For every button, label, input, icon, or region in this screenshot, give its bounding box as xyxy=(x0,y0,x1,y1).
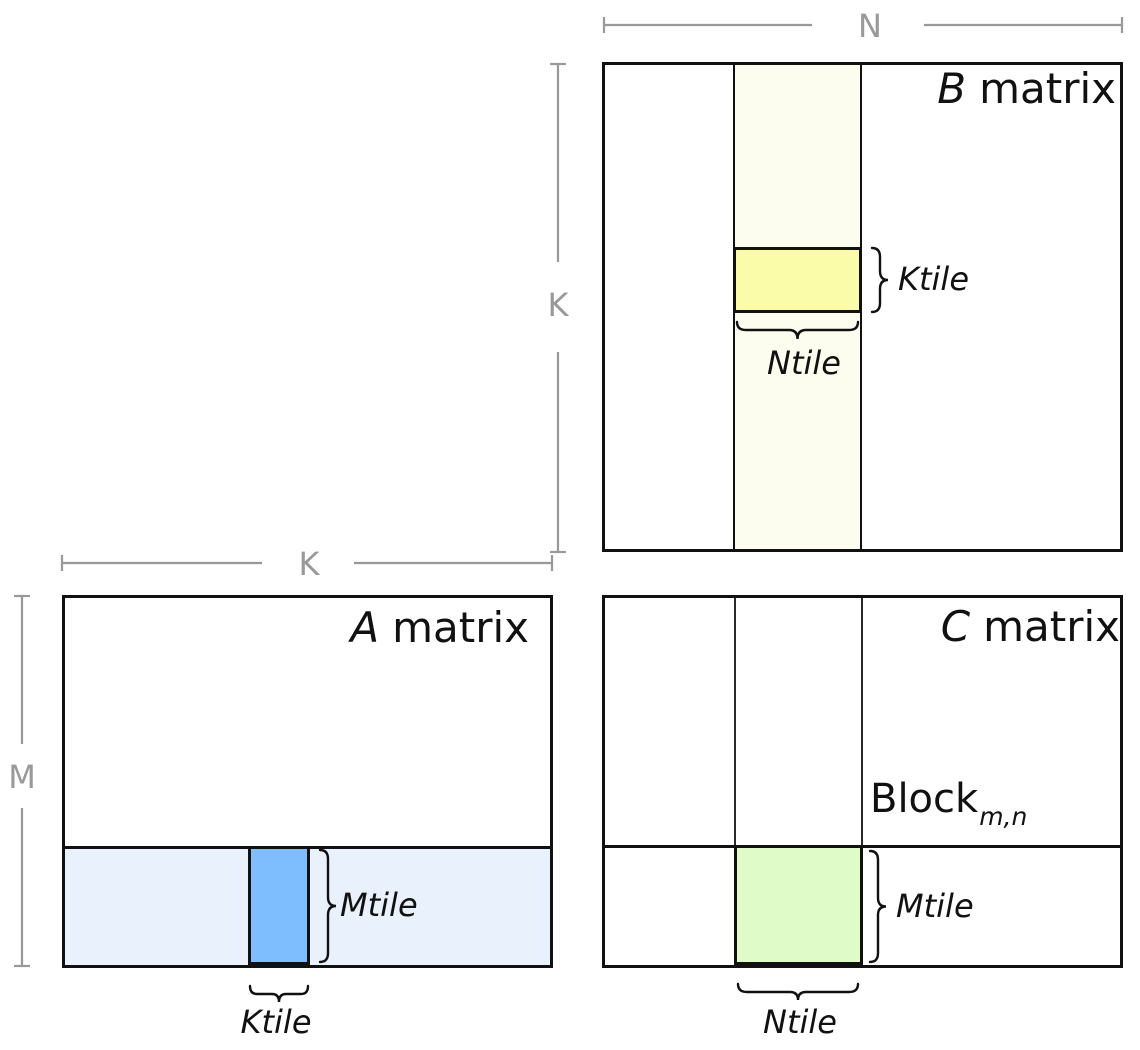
c-block-label: Blockm,n xyxy=(870,776,1027,830)
c-ntile-brace xyxy=(736,982,860,1001)
n-dimension-line xyxy=(602,17,1124,33)
c-column-right-line xyxy=(861,598,863,845)
k-dimension-label-b: K xyxy=(548,286,570,324)
b-ktile-label: Ktile xyxy=(898,260,969,298)
c-block-subscript: m,n xyxy=(979,802,1028,831)
a-mtile-ktile-tile xyxy=(248,846,310,965)
n-dimension-label: N xyxy=(858,7,882,45)
c-ntile-label: Ntile xyxy=(763,1003,837,1041)
a-ktile-label: Ktile xyxy=(240,1003,312,1041)
b-matrix-letter: B xyxy=(937,64,967,113)
a-mtile-label: Mtile xyxy=(340,886,418,924)
c-column-left-line xyxy=(734,598,736,845)
a-matrix-box xyxy=(62,595,553,968)
c-mtile-ntile-tile xyxy=(734,845,863,965)
k-dimension-label-a: K xyxy=(299,545,321,583)
b-ntile-label: Ntile xyxy=(767,344,841,382)
b-matrix-word: matrix xyxy=(979,64,1116,113)
a-ktile-brace xyxy=(248,984,310,1003)
c-block-word: Block xyxy=(870,776,979,822)
c-matrix-box xyxy=(602,595,1123,968)
c-matrix-word: matrix xyxy=(983,602,1120,651)
k-dimension-line-a xyxy=(60,555,554,571)
c-matrix-letter: C xyxy=(940,602,971,651)
m-dimension-label: M xyxy=(8,758,36,796)
b-matrix-box xyxy=(602,62,1123,552)
m-dimension-line xyxy=(14,594,30,968)
a-matrix-letter: A xyxy=(350,603,380,652)
a-matrix-word: matrix xyxy=(392,603,529,652)
k-dimension-line-b xyxy=(550,62,566,554)
b-ktile-ntile-tile xyxy=(733,247,862,313)
c-mtile-label: Mtile xyxy=(896,887,974,925)
